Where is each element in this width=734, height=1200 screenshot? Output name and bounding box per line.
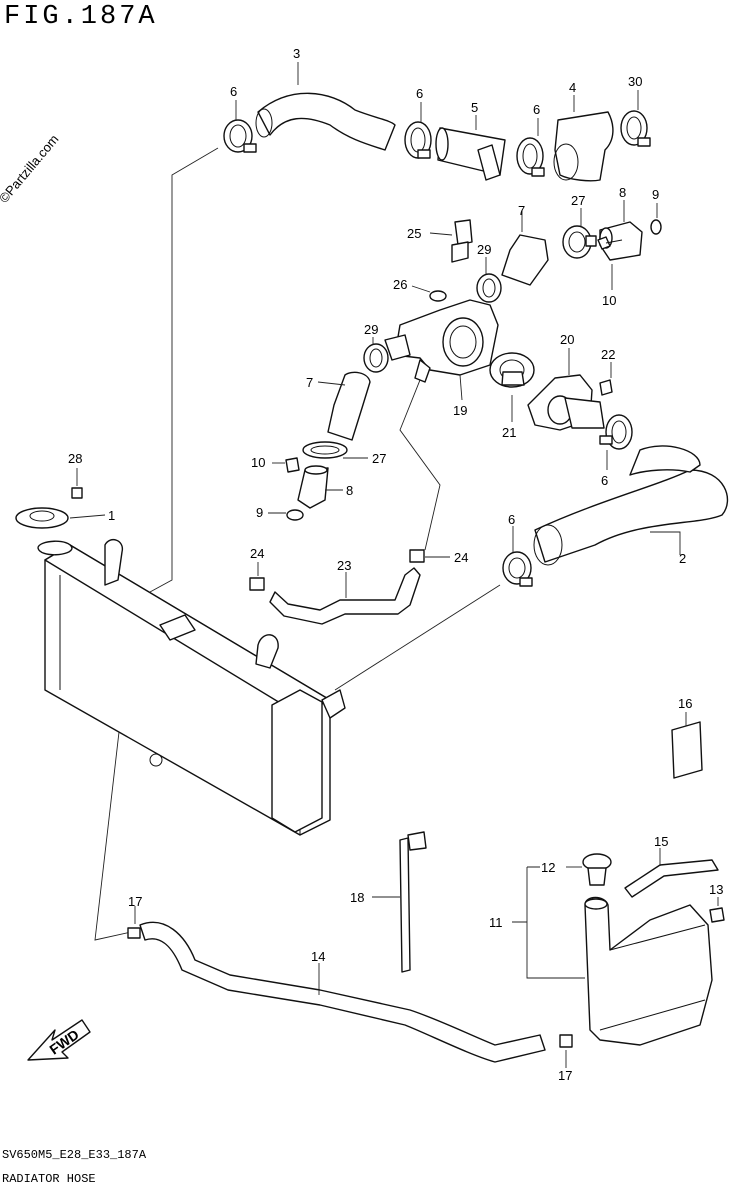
- hose-clamp-17[interactable]: [559, 1034, 573, 1048]
- callout-9a: 9: [652, 187, 659, 202]
- bolt-22[interactable]: [599, 379, 613, 396]
- breather-hose-15[interactable]: [624, 859, 719, 898]
- hose-clamp-27[interactable]: [302, 441, 348, 459]
- radiator[interactable]: [37, 538, 346, 836]
- reservoir-hose-14[interactable]: [139, 921, 546, 1063]
- hose-clamp-27[interactable]: [562, 225, 597, 259]
- callout-28: 28: [68, 451, 82, 466]
- callout-13: 13: [709, 882, 723, 897]
- hose-23[interactable]: [269, 567, 421, 625]
- callout-27b: 27: [372, 451, 386, 466]
- washer-26[interactable]: [429, 290, 447, 302]
- radiator-hose-3[interactable]: [255, 92, 396, 151]
- callout-29a: 29: [477, 242, 491, 257]
- cable-tie-18[interactable]: [399, 831, 427, 973]
- hose-clamp[interactable]: [516, 137, 545, 177]
- callout-9b: 9: [256, 505, 263, 520]
- thermostat-21[interactable]: [489, 352, 535, 388]
- fitting-8[interactable]: [297, 465, 329, 509]
- callout-27a: 27: [571, 193, 585, 208]
- callout-30: 30: [628, 74, 642, 89]
- callout-17b: 17: [558, 1068, 572, 1083]
- drawing-code: SV650M5_E28_E33_187A: [2, 1148, 147, 1162]
- callout-19: 19: [453, 403, 467, 418]
- hose-clamp-29[interactable]: [363, 343, 389, 373]
- bolt-13[interactable]: [709, 907, 725, 923]
- thermostat-housing-19[interactable]: [384, 299, 499, 383]
- forward-arrow-icon: FWD: [27, 1019, 91, 1061]
- clip-24[interactable]: [409, 549, 425, 563]
- callout-10b: 10: [251, 455, 265, 470]
- thermostat-cover-20[interactable]: [527, 374, 605, 431]
- hose-clamp[interactable]: [502, 551, 533, 587]
- reservoir-tank-11[interactable]: [584, 896, 713, 1046]
- callout-23: 23: [337, 558, 351, 573]
- callout-7a: 7: [518, 203, 525, 218]
- callout-11: 11: [489, 915, 503, 930]
- hose-clamp[interactable]: [404, 121, 432, 159]
- reference-lines: [94, 147, 501, 941]
- callout-2: 2: [679, 551, 686, 566]
- callout-20: 20: [560, 332, 574, 347]
- figure-caption: RADIATOR HOSE: [2, 1172, 96, 1186]
- callout-7b: 7: [306, 375, 313, 390]
- callout-4: 4: [569, 80, 576, 95]
- hose-clamp-29[interactable]: [476, 273, 502, 303]
- callout-18: 18: [350, 890, 364, 905]
- callout-14: 14: [311, 949, 325, 964]
- callout-8b: 8: [346, 483, 353, 498]
- reservoir-cap-12[interactable]: [582, 853, 612, 886]
- o-ring-9[interactable]: [286, 509, 304, 521]
- callout-22: 22: [601, 347, 615, 362]
- callout-3: 3: [293, 46, 300, 61]
- callout-12: 12: [541, 860, 555, 875]
- radiator-hose-2[interactable]: [533, 445, 729, 566]
- callout-6a: 6: [230, 84, 237, 99]
- clip-24[interactable]: [249, 577, 265, 591]
- callout-29b: 29: [364, 322, 378, 337]
- callout-24b: 24: [454, 550, 468, 565]
- water-pipe-5[interactable]: [435, 127, 506, 181]
- hose-7[interactable]: [327, 371, 371, 441]
- callout-6c: 6: [533, 102, 540, 117]
- callout-5: 5: [471, 100, 478, 115]
- callout-16: 16: [678, 696, 692, 711]
- bolt-10[interactable]: [597, 236, 623, 250]
- callout-10a: 10: [602, 293, 616, 308]
- hose-clamp[interactable]: [223, 119, 257, 153]
- callout-8a: 8: [619, 185, 626, 200]
- radiator-hose-4[interactable]: [553, 111, 614, 182]
- o-ring-9[interactable]: [650, 219, 662, 235]
- callout-6d: 6: [601, 473, 608, 488]
- callout-26: 26: [393, 277, 407, 292]
- callout-21: 21: [502, 425, 516, 440]
- bolt-28[interactable]: [71, 487, 83, 499]
- radiator-cap[interactable]: [15, 507, 69, 529]
- bolt-10[interactable]: [285, 457, 300, 473]
- callout-25: 25: [407, 226, 421, 241]
- hose-7[interactable]: [501, 234, 549, 286]
- callout-6b: 6: [416, 86, 423, 101]
- callout-24a: 24: [250, 546, 264, 561]
- callout-1: 1: [108, 508, 115, 523]
- fitting-8[interactable]: [599, 221, 643, 261]
- figure-title: FIG.187A: [4, 2, 158, 32]
- hose-clamp-30[interactable]: [620, 110, 651, 147]
- callout-15: 15: [654, 834, 668, 849]
- label-plate-16[interactable]: [671, 721, 703, 779]
- temperature-sensor-25[interactable]: [451, 219, 473, 263]
- hose-clamp-17[interactable]: [127, 927, 141, 939]
- callout-17a: 17: [128, 894, 142, 909]
- callout-6e: 6: [508, 512, 515, 527]
- hose-clamp[interactable]: [599, 414, 633, 450]
